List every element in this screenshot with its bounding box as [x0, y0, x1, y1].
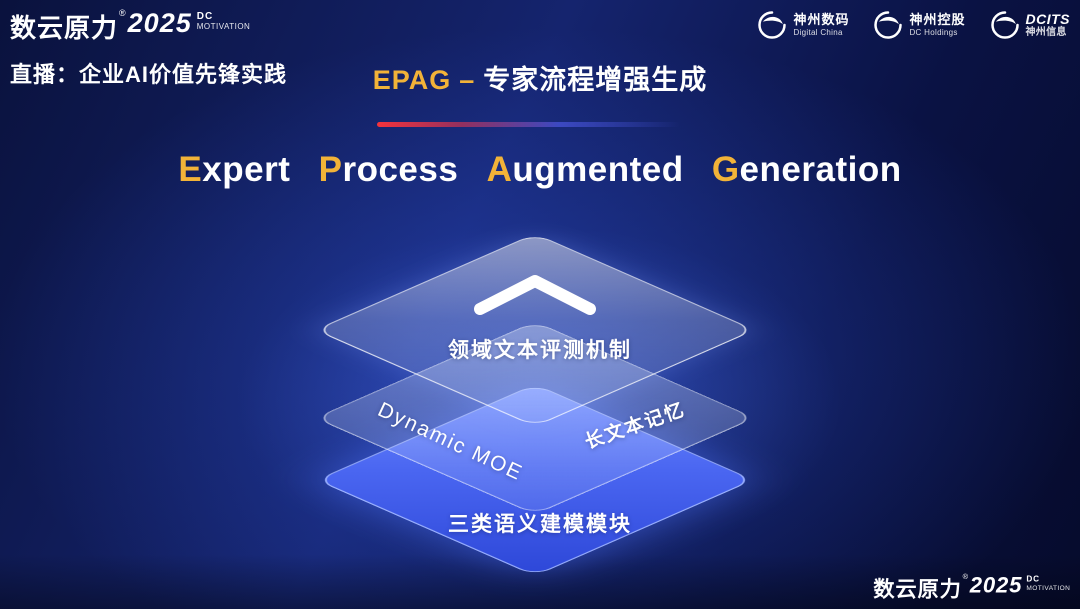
- partner-name-cn: 神州控股: [909, 11, 966, 27]
- registered-mark: ®: [119, 8, 126, 18]
- title-acronym: EPAG: [372, 65, 452, 95]
- label-semantic-modules: 三类语义建模模块: [448, 513, 632, 536]
- registered-mark: ®: [962, 572, 968, 581]
- chevron-up-icon: [474, 275, 596, 315]
- title-cn: 专家流程增强生成: [483, 65, 708, 95]
- label-evaluation-mechanism: 领域文本评测机制: [448, 339, 632, 362]
- digital-china-swoosh-icon: [758, 11, 787, 39]
- partner-name-en-acronym: DCITS: [1025, 11, 1070, 28]
- brand-name: 数云原力: [872, 576, 962, 602]
- brand-subtext: DC MOTIVATION: [1026, 575, 1070, 592]
- subtitle-english: Expert Process Augmented Generation: [178, 150, 902, 189]
- dcits-logo: DCITS 神州信息: [990, 10, 1071, 40]
- partner-name-cn: 神州信息: [1025, 27, 1067, 39]
- gradient-divider: [377, 122, 680, 127]
- title-dash: –: [459, 65, 476, 95]
- live-label: 直播：企业AI价值先锋实践: [10, 62, 288, 87]
- dcits-swoosh-icon: [990, 11, 1019, 39]
- brand-year: 2025: [127, 8, 192, 38]
- partner-logos: 神州数码 Digital China 神州控股 DC Holdings DCIT…: [757, 10, 1070, 40]
- brand-logo: 数云原力 ® 2025 DC MOTIVATION: [10, 8, 250, 45]
- page-title: EPAG–专家流程增强生成: [0, 58, 1080, 97]
- dc-holdings-swoosh-icon: [874, 11, 903, 39]
- brand-name: 数云原力: [10, 13, 119, 43]
- brand-year: 2025: [969, 572, 1022, 598]
- dc-holdings-logo: 神州控股 DC Holdings: [873, 10, 965, 40]
- partner-name-en: DC Holdings: [909, 27, 958, 37]
- brand-logo-footer: 数云原力 ® 2025 DC MOTIVATION: [873, 573, 1070, 603]
- brand-subtext: DC MOTIVATION: [196, 11, 251, 31]
- partner-name-en: Digital China: [793, 27, 843, 37]
- digital-china-logo: 神州数码 Digital China: [757, 10, 849, 40]
- partner-name-cn: 神州数码: [793, 11, 850, 27]
